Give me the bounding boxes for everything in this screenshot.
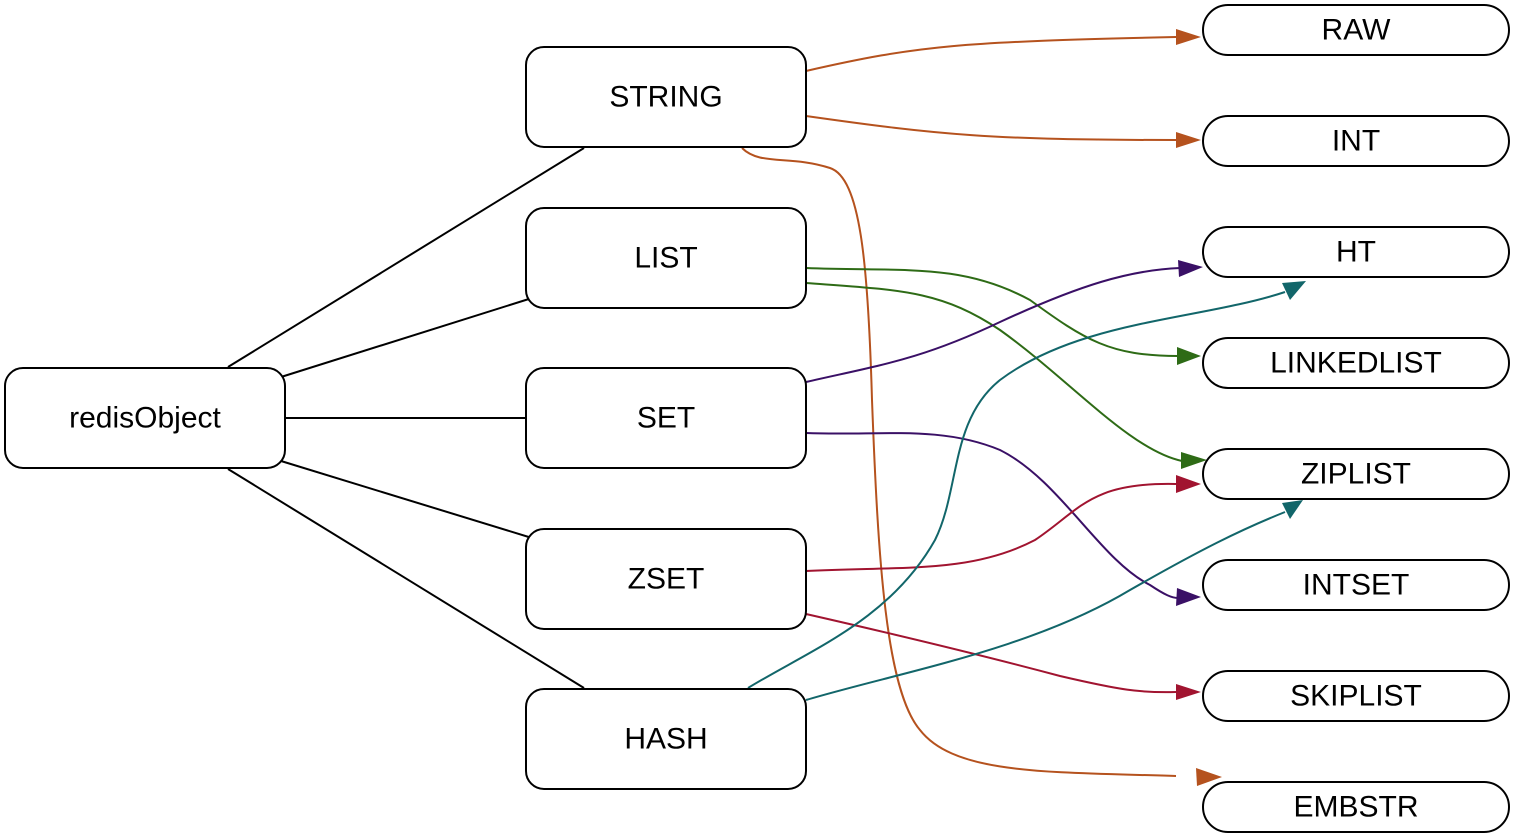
edge-zset-skiplist <box>805 613 1177 694</box>
node-embstr-box <box>1202 781 1510 833</box>
encoding-edges <box>741 36 1286 777</box>
node-hash[interactable]: HASH <box>525 688 807 790</box>
arrowhead-ziplist-hash <box>1282 500 1303 519</box>
node-hash-label: HASH <box>624 723 707 756</box>
arrowhead-raw <box>1176 29 1201 45</box>
node-ht-box <box>1202 226 1510 278</box>
edge-zset-ziplist <box>805 482 1177 572</box>
edge-string-embstr <box>741 147 1177 777</box>
arrowhead-embstr <box>1196 768 1222 786</box>
node-redisobject-box <box>4 367 286 469</box>
edge-redisobject-list <box>280 297 533 378</box>
node-ziplist[interactable]: ZIPLIST <box>1202 448 1510 500</box>
node-string-label: STRING <box>609 81 722 114</box>
node-intset-label: INTSET <box>1303 569 1410 602</box>
node-ht[interactable]: HT <box>1202 226 1510 278</box>
edge-redisobject-string <box>227 147 585 368</box>
node-embstr[interactable]: EMBSTR <box>1202 781 1510 833</box>
node-set-box <box>525 367 807 469</box>
node-list[interactable]: LIST <box>525 207 807 309</box>
node-intset[interactable]: INTSET <box>1202 559 1510 611</box>
node-int-label: INT <box>1332 125 1380 158</box>
arrowhead-ht-hash <box>1282 281 1306 300</box>
node-raw-label: RAW <box>1322 14 1392 47</box>
node-int[interactable]: INT <box>1202 115 1510 167</box>
node-redisobject[interactable]: redisObject <box>4 367 286 469</box>
node-zset-label: ZSET <box>628 563 705 596</box>
edge-list-linkedlist <box>805 267 1179 357</box>
arrowhead-int <box>1176 132 1201 148</box>
structure-edges <box>227 147 585 689</box>
node-raw-box <box>1202 4 1510 56</box>
arrowhead-ziplist-list <box>1181 452 1207 469</box>
node-raw[interactable]: RAW <box>1202 4 1510 56</box>
node-skiplist[interactable]: SKIPLIST <box>1202 670 1510 722</box>
arrowhead-intset <box>1176 588 1201 606</box>
node-skiplist-box <box>1202 670 1510 722</box>
node-zset[interactable]: ZSET <box>525 528 807 630</box>
edge-hash-ht <box>747 291 1286 689</box>
node-string-box <box>525 46 807 148</box>
edge-string-raw <box>805 36 1177 72</box>
edge-list-ziplist <box>805 282 1183 462</box>
edge-set-intset <box>805 432 1179 599</box>
arrowhead-skiplist <box>1176 684 1201 700</box>
node-zset-box <box>525 528 807 630</box>
arrowhead-linkedlist <box>1177 347 1201 365</box>
node-string[interactable]: STRING <box>525 46 807 148</box>
edge-redisobject-zset <box>280 460 533 539</box>
node-ht-label: HT <box>1336 236 1376 269</box>
edge-redisobject-hash <box>227 468 585 689</box>
node-linkedlist-label: LINKEDLIST <box>1270 347 1442 380</box>
arrowheads <box>1176 29 1306 786</box>
node-list-label: LIST <box>634 242 697 275</box>
node-set[interactable]: SET <box>525 367 807 469</box>
edge-set-ht <box>805 267 1181 383</box>
node-linkedlist-box <box>1202 337 1510 389</box>
node-intset-box <box>1202 559 1510 611</box>
node-ziplist-label: ZIPLIST <box>1301 458 1411 491</box>
node-hash-box <box>525 688 807 790</box>
node-redisobject-label: redisObject <box>69 402 221 435</box>
node-set-label: SET <box>637 402 695 435</box>
arrowhead-ht-set <box>1178 260 1203 277</box>
node-linkedlist[interactable]: LINKEDLIST <box>1202 337 1510 389</box>
arrowhead-ziplist-zset <box>1176 475 1201 493</box>
node-skiplist-label: SKIPLIST <box>1290 680 1422 713</box>
node-ziplist-box <box>1202 448 1510 500</box>
node-embstr-label: EMBSTR <box>1293 791 1418 824</box>
node-int-box <box>1202 115 1510 167</box>
node-list-box <box>525 207 807 309</box>
edge-hash-ziplist <box>805 511 1286 701</box>
edge-string-int <box>805 115 1177 141</box>
